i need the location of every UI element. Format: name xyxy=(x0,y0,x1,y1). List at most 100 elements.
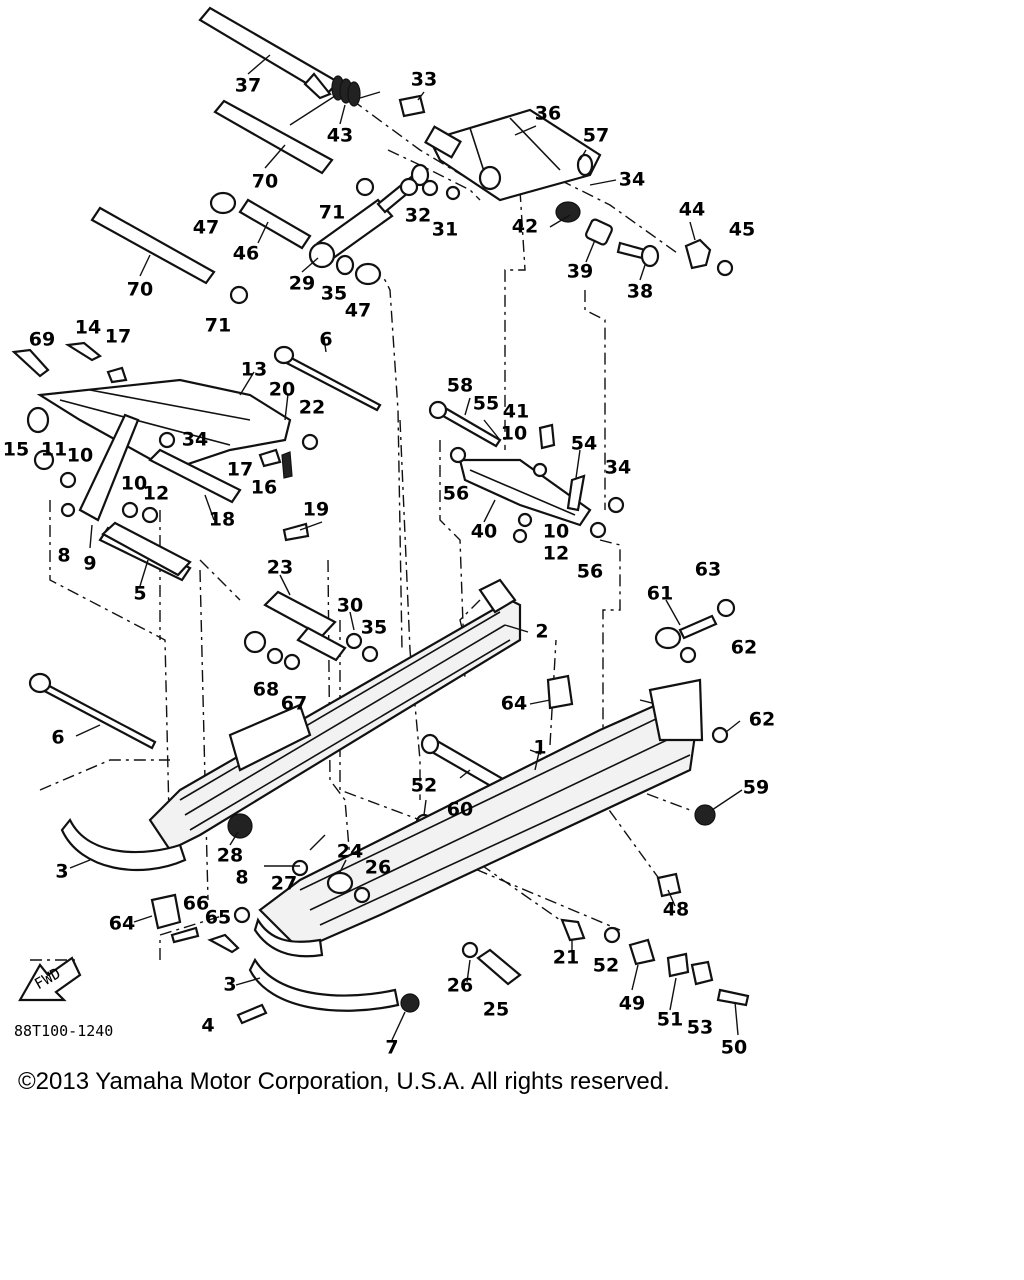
callout-35b: 35 xyxy=(361,617,387,639)
callout-28: 28 xyxy=(217,845,243,867)
callout-17a: 17 xyxy=(105,326,131,348)
callout-67: 67 xyxy=(281,693,307,715)
callout-10c: 10 xyxy=(501,423,527,445)
copyright-notice: ©2013 Yamaha Motor Corporation, U.S.A. A… xyxy=(18,1068,670,1095)
center-arm-assembly xyxy=(428,400,625,544)
callout-51: 51 xyxy=(657,1009,683,1031)
callout-3a: 3 xyxy=(55,861,68,883)
callout-34b: 34 xyxy=(182,429,208,451)
callout-48: 48 xyxy=(663,899,689,921)
long-bolt-6-lower xyxy=(28,672,157,750)
callout-19: 19 xyxy=(303,499,329,521)
callout-10a: 10 xyxy=(67,445,93,467)
callout-70a: 70 xyxy=(252,171,278,193)
callout-55: 55 xyxy=(473,393,499,415)
callout-44: 44 xyxy=(679,199,705,221)
callout-29: 29 xyxy=(289,273,315,295)
callout-68: 68 xyxy=(253,679,279,701)
callout-71b: 71 xyxy=(205,315,231,337)
callout-58: 58 xyxy=(447,375,473,397)
callout-18: 18 xyxy=(209,509,235,531)
callout-12b: 12 xyxy=(543,543,569,565)
shaft-70-left xyxy=(90,206,216,285)
callout-10b: 10 xyxy=(121,473,147,495)
callout-13: 13 xyxy=(241,359,267,381)
callout-6a: 6 xyxy=(319,329,332,351)
callout-38: 38 xyxy=(627,281,653,303)
callout-2: 2 xyxy=(535,621,548,643)
callout-4: 4 xyxy=(201,1015,214,1037)
callout-66: 66 xyxy=(183,893,209,915)
lower-fasteners xyxy=(150,813,750,1025)
callout-30: 30 xyxy=(337,595,363,617)
small-fasteners-top xyxy=(229,177,461,305)
callout-65: 65 xyxy=(205,907,231,929)
callout-6b: 6 xyxy=(51,727,64,749)
right-side-parts xyxy=(546,598,736,826)
callout-47b: 47 xyxy=(345,300,371,322)
callout-43: 43 xyxy=(327,125,353,147)
callout-26a: 26 xyxy=(365,857,391,879)
callout-41: 41 xyxy=(503,401,529,423)
callout-5: 5 xyxy=(133,583,146,605)
callout-37: 37 xyxy=(235,75,261,97)
callout-60: 60 xyxy=(447,799,473,821)
callout-20: 20 xyxy=(269,379,295,401)
exploded-parts-diagram: FWD 88T100-1240 xyxy=(3,6,775,1059)
callout-8b: 8 xyxy=(235,867,248,889)
callout-12a: 12 xyxy=(143,483,169,505)
callout-7: 7 xyxy=(385,1037,398,1059)
callout-52b: 52 xyxy=(593,955,619,977)
callout-69: 69 xyxy=(29,329,55,351)
callout-59: 59 xyxy=(743,777,769,799)
callout-9: 9 xyxy=(83,553,96,575)
callout-42: 42 xyxy=(512,216,538,238)
callout-64b: 64 xyxy=(109,913,135,935)
callout-49: 49 xyxy=(619,993,645,1015)
slide-rail-2 xyxy=(148,578,522,852)
callout-26b: 26 xyxy=(447,975,473,997)
callout-15: 15 xyxy=(3,439,29,461)
callout-62b: 62 xyxy=(749,709,775,731)
callout-57: 57 xyxy=(583,125,609,147)
callout-47a: 47 xyxy=(193,217,219,239)
callout-10d: 10 xyxy=(543,521,569,543)
callout-46: 46 xyxy=(233,243,259,265)
callout-24: 24 xyxy=(337,841,363,863)
callout-53: 53 xyxy=(687,1017,713,1039)
callout-39: 39 xyxy=(567,261,593,283)
callout-22: 22 xyxy=(299,397,325,419)
callout-23: 23 xyxy=(267,557,293,579)
callout-35a: 35 xyxy=(321,283,347,305)
callout-62a: 62 xyxy=(731,637,757,659)
callout-3b: 3 xyxy=(223,974,236,996)
diagram-code: 88T100-1240 xyxy=(14,1022,113,1040)
callout-25: 25 xyxy=(483,999,509,1021)
callout-31: 31 xyxy=(432,219,458,241)
callout-1: 1 xyxy=(533,737,546,759)
callout-34a: 34 xyxy=(619,169,645,191)
callout-33: 33 xyxy=(411,69,437,91)
callout-50: 50 xyxy=(721,1037,747,1059)
callout-leader-lines xyxy=(69,54,743,1041)
callout-64a: 64 xyxy=(501,693,527,715)
forward-arrow-icon: FWD xyxy=(18,956,82,1002)
callout-63: 63 xyxy=(695,559,721,581)
callout-61: 61 xyxy=(647,583,673,605)
callout-32: 32 xyxy=(405,205,431,227)
callout-52a: 52 xyxy=(411,775,437,797)
callout-71a: 71 xyxy=(319,202,345,224)
callout-11: 11 xyxy=(41,439,67,461)
callout-17b: 17 xyxy=(227,459,253,481)
wear-strip-skids-3 xyxy=(60,817,400,1012)
long-bolt-6-upper xyxy=(273,345,382,412)
collar-parts-middle xyxy=(101,521,379,671)
callout-70b: 70 xyxy=(127,279,153,301)
callout-54: 54 xyxy=(571,433,597,455)
callout-34c: 34 xyxy=(605,457,631,479)
callout-27: 27 xyxy=(271,873,297,895)
callout-36: 36 xyxy=(535,103,561,125)
callout-14: 14 xyxy=(75,317,101,339)
callout-21: 21 xyxy=(553,947,579,969)
